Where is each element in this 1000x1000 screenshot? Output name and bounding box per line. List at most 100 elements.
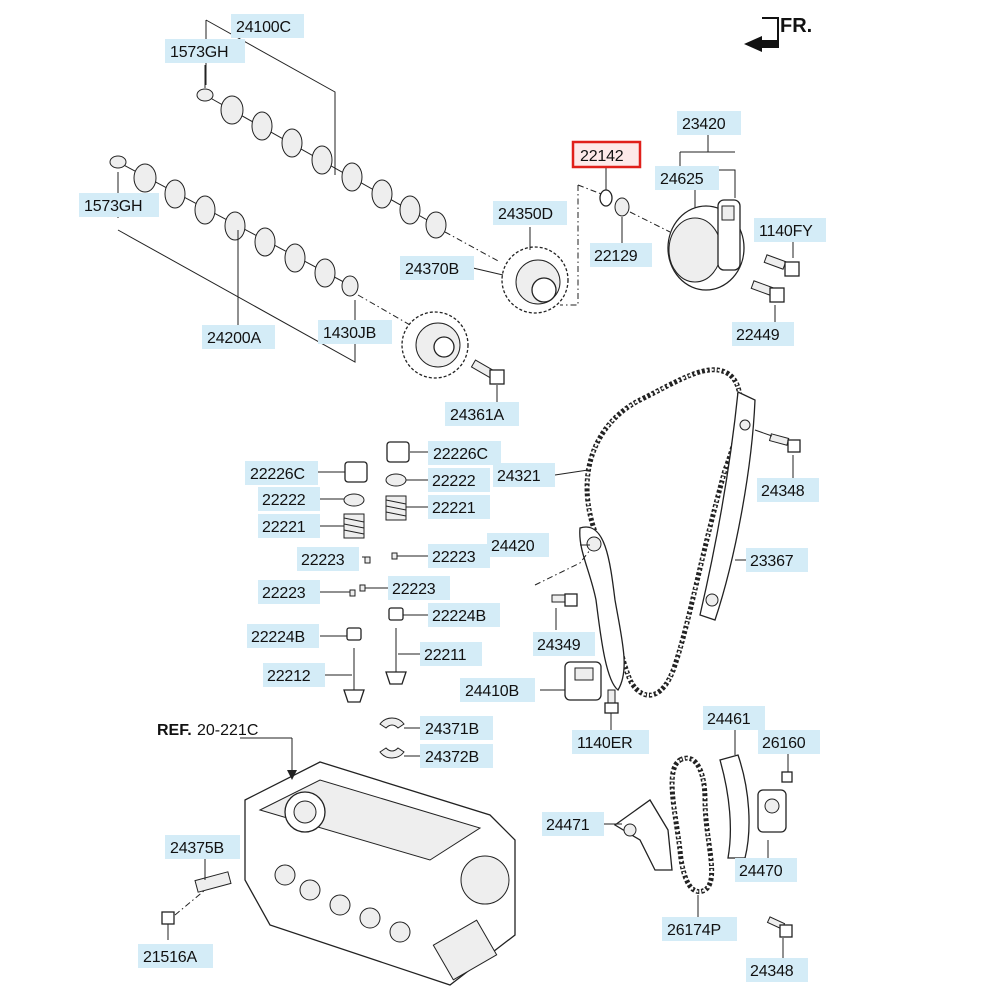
part-label-24375B[interactable]: 24375B [165, 835, 240, 859]
chain-tensioner-24410B-drawing [564, 661, 602, 701]
part-label-24321[interactable]: 24321 [493, 463, 555, 487]
part-label-24200A[interactable]: 24200A [202, 325, 275, 349]
part-label-23420[interactable]: 23420 [677, 111, 741, 135]
svg-text:22223: 22223 [301, 552, 345, 569]
part-label-1430JB[interactable]: 1430JB [318, 320, 392, 344]
part-label-22223-a[interactable]: 22223 [297, 547, 359, 571]
part-label-22223-c[interactable]: 22223 [258, 580, 320, 604]
stem-seal-right-drawing [388, 607, 404, 621]
part-label-24349[interactable]: 24349 [533, 632, 595, 656]
part-label-24100C[interactable]: 24100C [231, 14, 304, 38]
svg-text:24348: 24348 [761, 483, 805, 500]
bolt-1140ER-drawing [604, 689, 619, 714]
svg-text:23420: 23420 [682, 116, 726, 133]
part-label-1573GH-left[interactable]: 1573GH [79, 193, 159, 217]
svg-text:24410B: 24410B [465, 683, 519, 700]
part-label-24348-top[interactable]: 24348 [757, 478, 819, 502]
bolt-22449-drawing [750, 280, 785, 303]
svg-text:23367: 23367 [750, 553, 794, 570]
chain-guide-23367-drawing [699, 391, 756, 621]
part-label-24350D[interactable]: 24350D [493, 201, 567, 225]
svg-text:24348: 24348 [750, 963, 794, 980]
part-label-1573GH-top[interactable]: 1573GH [165, 39, 245, 63]
part-label-26174P[interactable]: 26174P [662, 917, 737, 941]
svg-text:24625: 24625 [660, 171, 704, 188]
part-label-22212[interactable]: 22212 [263, 663, 325, 687]
svg-text:1140ER: 1140ER [577, 735, 632, 752]
svg-text:22129: 22129 [594, 248, 638, 265]
part-label-22223-d[interactable]: 22223 [388, 576, 450, 600]
svg-text:22224B: 22224B [251, 629, 305, 646]
intake-cvvt-sprocket-drawing [501, 246, 569, 314]
part-label-22142-highlighted[interactable]: 22142 [571, 140, 642, 169]
part-label-22221-right[interactable]: 22221 [428, 495, 490, 519]
exhaust-cvvt-sprocket-drawing [401, 311, 469, 379]
tensioner-24470-drawing [757, 789, 787, 833]
part-label-22449[interactable]: 22449 [732, 322, 794, 346]
bolt-21516A-drawing [161, 911, 175, 940]
svg-text:24470: 24470 [739, 863, 783, 880]
svg-text:24371B: 24371B [425, 721, 479, 738]
vacuum-pump-drawing [667, 199, 745, 291]
part-label-22221-left[interactable]: 22221 [258, 514, 320, 538]
stem-seal-left-drawing [346, 627, 362, 641]
svg-text:22223: 22223 [432, 549, 476, 566]
part-label-22223-b[interactable]: 22223 [428, 544, 490, 568]
valve-train-drawing [343, 441, 410, 759]
svg-text:24420: 24420 [491, 538, 535, 555]
svg-text:21516A: 21516A [143, 949, 197, 966]
part-label-22226C-left[interactable]: 22226C [245, 461, 318, 485]
part-label-1140ER[interactable]: 1140ER [572, 730, 649, 754]
part-label-21516A[interactable]: 21516A [138, 944, 213, 968]
part-label-22224B-left[interactable]: 22224B [247, 624, 319, 648]
bolt-24348-top-drawing [768, 433, 801, 453]
part-label-24461[interactable]: 24461 [703, 706, 765, 730]
tensioner-arm-24420-drawing [579, 526, 625, 691]
part-label-24361A[interactable]: 24361A [445, 402, 519, 426]
bearing-24371B-drawing [379, 717, 405, 729]
svg-text:22223: 22223 [392, 581, 436, 598]
svg-text:24370B: 24370B [405, 261, 459, 278]
svg-text:22226C: 22226C [433, 446, 488, 463]
part-label-1140FY[interactable]: 1140FY [754, 218, 826, 242]
bolt-24348-bottom-drawing [766, 916, 793, 938]
part-label-22129[interactable]: 22129 [590, 243, 652, 267]
part-label-24371B[interactable]: 24371B [420, 716, 493, 740]
svg-text:1573GH: 1573GH [170, 44, 228, 61]
bolt-26160-drawing [781, 771, 793, 783]
part-label-24372B[interactable]: 24372B [420, 744, 493, 768]
part-label-22226C-right[interactable]: 22226C [428, 441, 501, 465]
part-label-24625[interactable]: 24625 [655, 166, 719, 190]
tappet-left-drawing [344, 461, 368, 483]
part-label-24410B[interactable]: 24410B [460, 678, 535, 702]
part-label-24471[interactable]: 24471 [542, 812, 604, 836]
part-label-23367[interactable]: 23367 [746, 548, 808, 572]
part-label-22224B-right[interactable]: 22224B [428, 603, 500, 627]
svg-text:1573GH: 1573GH [84, 198, 142, 215]
part-label-26160[interactable]: 26160 [758, 730, 820, 754]
part-label-22211[interactable]: 22211 [420, 642, 482, 666]
svg-text:24350D: 24350D [498, 206, 553, 223]
guide-24461-drawing [719, 754, 750, 859]
part-label-24370B[interactable]: 24370B [400, 256, 474, 280]
svg-text:1430JB: 1430JB [323, 325, 376, 342]
svg-text:24471: 24471 [546, 817, 590, 834]
exhaust-camshaft-drawing [109, 155, 359, 297]
valve-22211-drawing [385, 628, 407, 685]
seal-22129-drawing [614, 197, 630, 217]
svg-text:22222: 22222 [262, 492, 306, 509]
oil-pump-chain-drawing [669, 755, 715, 895]
part-label-24470[interactable]: 24470 [735, 858, 797, 882]
ocv-24375B-drawing [194, 871, 232, 893]
svg-text:24349: 24349 [537, 637, 581, 654]
bearing-24372B-drawing [379, 747, 405, 759]
part-label-22222-right[interactable]: 22222 [428, 468, 490, 492]
part-label-24348-bottom[interactable]: 24348 [746, 958, 808, 982]
svg-text:22222: 22222 [432, 473, 476, 490]
svg-text:22212: 22212 [267, 668, 311, 685]
part-label-24420[interactable]: 24420 [487, 533, 549, 557]
valve-22212-drawing [343, 648, 365, 703]
svg-text:26160: 26160 [762, 735, 806, 752]
part-label-22222-left[interactable]: 22222 [258, 487, 320, 511]
svg-text:22449: 22449 [736, 327, 780, 344]
